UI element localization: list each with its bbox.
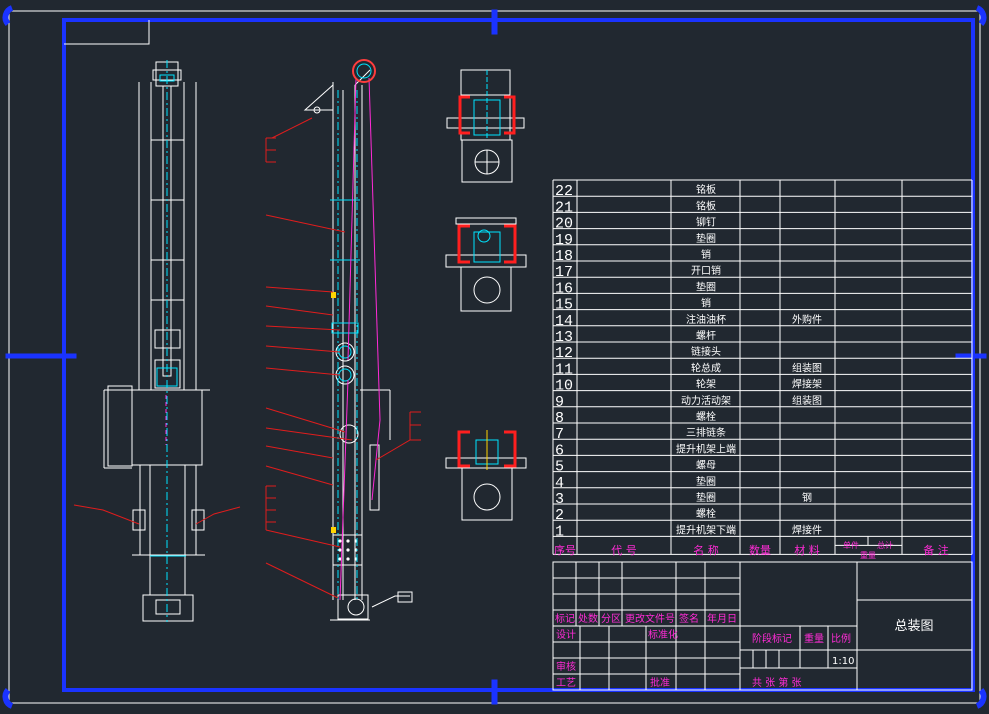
- header-qty: 数量: [749, 544, 771, 557]
- side-view-marker-2: [331, 527, 336, 533]
- header-unit-weight: 单件: [843, 540, 859, 550]
- bom-row-material: 钢: [802, 491, 812, 504]
- header-total-weight: 总计: [877, 540, 893, 550]
- title-block-text: 标记 处数 分区 更改文件号 签名 年月日 设计 标准化 审核 工艺 批准 阶段…: [555, 612, 934, 689]
- bom-row-number: 2: [555, 507, 564, 524]
- bom-row-name: 三排链条: [686, 426, 726, 439]
- bom-row-number: 6: [555, 442, 564, 459]
- bom-table: [552, 179, 973, 555]
- bom-row-number: 16: [555, 280, 573, 297]
- tb-process: 工艺: [556, 677, 576, 689]
- tb-mark: 标记: [555, 613, 575, 625]
- header-code: 代 号: [611, 544, 637, 557]
- bom-row-name: 垫圈: [696, 232, 716, 245]
- bom-row-material: 外购件: [792, 313, 822, 326]
- bom-row-name: 动力活动架: [681, 394, 731, 407]
- bom-row-number: 21: [555, 199, 573, 216]
- bom-row-name: 注油油杯: [686, 313, 726, 326]
- bom-row-number: 15: [555, 297, 573, 314]
- bom-row-number: 5: [555, 459, 564, 476]
- section-view-1: [446, 69, 525, 183]
- bom-row-number: 13: [555, 329, 573, 346]
- tb-review: 审核: [556, 660, 576, 673]
- tb-design: 设计: [556, 628, 576, 641]
- bom-row-number: 12: [555, 345, 573, 362]
- tb-date: 年月日: [707, 612, 737, 625]
- tb-zone: 分区: [601, 613, 621, 625]
- bom-row-number: 4: [555, 475, 564, 492]
- header-no: 序号: [554, 543, 576, 557]
- bom-row-number: 10: [555, 378, 573, 395]
- bom-header: 序号 代 号 名 称 数量 材 料 单件 总计 重量 备 注: [554, 540, 949, 560]
- section-view-2: [445, 217, 527, 312]
- bom-row-name: 螺栓: [696, 410, 716, 423]
- header-weight: 重量: [860, 550, 876, 560]
- front-view-centerlines: [150, 60, 186, 622]
- bom-row-name: 轮总成: [691, 361, 721, 374]
- bom-row-material: 组装图: [792, 394, 822, 407]
- tb-count: 处数: [578, 612, 598, 625]
- bom-row-name: 垫圈: [696, 475, 716, 488]
- bom-row-name: 轮架: [696, 378, 716, 391]
- tb-standard: 标准化: [648, 628, 678, 641]
- tb-approve: 批准: [650, 676, 670, 689]
- bom-row-name: 垫圈: [696, 491, 716, 504]
- bom-row-material: 组装图: [792, 361, 822, 374]
- bom-row-material: 焊接架: [792, 378, 822, 391]
- bom-row-name: 铭板: [696, 183, 716, 196]
- side-view-marker-1: [331, 292, 336, 298]
- bom-row-material: 焊接件: [792, 523, 822, 536]
- bom-row-name: 螺杆: [696, 330, 716, 342]
- bom-row-number: 14: [555, 313, 573, 330]
- code-box: [64, 20, 150, 45]
- bom-row-name: 垫圈: [696, 280, 716, 293]
- bom-row-name: 螺母: [696, 460, 716, 472]
- tb-scale-label: 比例: [831, 632, 851, 645]
- bom-row-number: 8: [555, 410, 564, 427]
- header-material: 材 料: [794, 543, 820, 557]
- bom-row-number: 20: [555, 216, 573, 233]
- bom-row-name: 铭板: [696, 199, 716, 212]
- tb-scale-value: 1:10: [832, 656, 854, 667]
- tb-stage-mark: 阶段标记: [752, 632, 792, 645]
- bom-row-name: 提升机架下端: [676, 523, 736, 536]
- header-note: 备 注: [923, 543, 949, 557]
- bom-row-number: 17: [555, 264, 573, 281]
- bom-row-number: 7: [555, 426, 564, 443]
- bom-row-name: 开口销: [691, 264, 721, 277]
- tb-weight: 重量: [804, 632, 824, 645]
- front-view-leaders: [73, 504, 241, 525]
- bom-row-name: 铆钉: [696, 216, 716, 229]
- tb-sign: 签名: [679, 612, 699, 625]
- drawing-title: 总装图: [894, 619, 933, 634]
- bom-row-number: 19: [555, 232, 573, 249]
- tb-change-doc: 更改文件号: [625, 612, 675, 625]
- side-view-leaders: [265, 117, 421, 599]
- bom-row-name: 链接头: [691, 345, 721, 358]
- bom-row-number: 18: [555, 248, 573, 265]
- side-view: [303, 69, 413, 621]
- bom-row-name: 提升机架上端: [676, 442, 736, 455]
- bom-row-number: 22: [555, 183, 573, 200]
- bom-row-name: 螺栓: [696, 507, 716, 520]
- section-view-3: [445, 430, 527, 521]
- bom-row-number: 11: [555, 361, 573, 378]
- bom-row-name: 销: [701, 297, 711, 310]
- bom-row-number: 3: [555, 491, 564, 508]
- bom-row-number: 1: [555, 523, 564, 540]
- tb-sheets: 共 张 第 张: [752, 676, 802, 689]
- header-name: 名 称: [693, 543, 719, 557]
- title-block: [552, 561, 973, 691]
- top-sprocket: [352, 59, 376, 83]
- bom-row-number: 9: [555, 394, 564, 411]
- bom-row-name: 销: [701, 248, 711, 261]
